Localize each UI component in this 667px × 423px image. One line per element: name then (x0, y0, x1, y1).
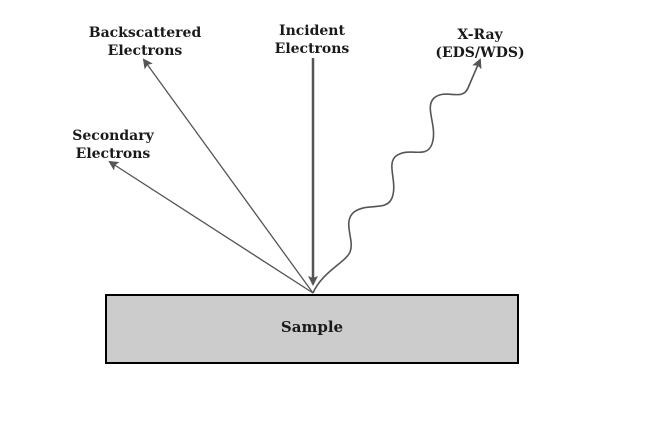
backscattered-label-line1: Backscattered (88, 25, 202, 41)
incident-electrons-label: Incident Electrons (262, 22, 362, 58)
backscattered-electrons-label: Backscattered Electrons (85, 24, 205, 60)
xray-label-line1: X-Ray (457, 27, 503, 43)
secondary-electrons-label: Secondary Electrons (58, 127, 168, 163)
secondary-label-line2: Electrons (75, 146, 151, 162)
xray-wavy-arrow (312, 58, 482, 294)
backscattered-electrons-arrow (142, 58, 314, 294)
secondary-electrons-arrow (108, 160, 314, 294)
secondary-label-line1: Secondary (72, 128, 154, 144)
xray-label-line2: (EDS/WDS) (435, 45, 525, 61)
sample-label-text: Sample (280, 318, 344, 336)
incident-label-line1: Incident (279, 23, 345, 39)
incident-label-line2: Electrons (274, 41, 350, 57)
sample-label: Sample (106, 318, 518, 336)
backscattered-label-line2: Electrons (107, 43, 183, 59)
sample-block (105, 294, 519, 364)
xray-label: X-Ray (EDS/WDS) (420, 26, 540, 62)
